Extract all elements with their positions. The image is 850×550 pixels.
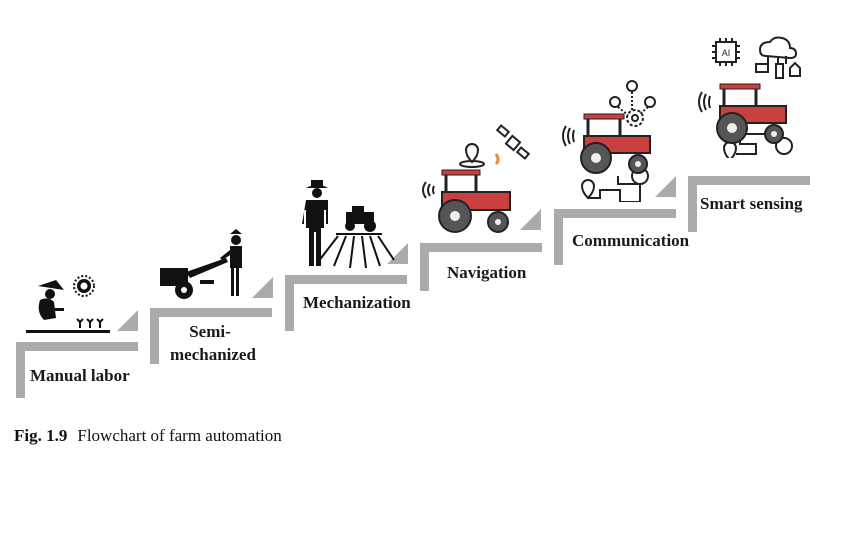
step-riser — [688, 176, 697, 232]
walking-tractor-icon — [160, 229, 242, 299]
step-riser — [554, 209, 563, 265]
step-tread — [554, 209, 676, 218]
ai-chip-label: AI — [722, 48, 731, 58]
step-label: Smart sensing — [700, 194, 803, 213]
step-tread — [420, 243, 542, 252]
figure-caption-text: Flowchart of farm automation — [77, 426, 282, 445]
step-label: Manual labor — [30, 366, 130, 385]
gps-tractor-icon — [422, 124, 531, 233]
step-riser — [420, 243, 429, 291]
step-label-line2: mechanized — [170, 345, 256, 364]
farmer-planting-icon — [26, 275, 110, 333]
step-tread — [285, 275, 407, 284]
step-label-line1: Semi- — [189, 322, 231, 341]
step-tread — [688, 176, 810, 185]
step-riser — [150, 308, 159, 364]
farmer-with-tractor-icon — [302, 180, 395, 269]
figure-number: Fig. 1.9 — [14, 426, 68, 445]
ai-tractor-icon: AI — [698, 36, 801, 158]
step-riser — [16, 342, 25, 398]
step-tread — [16, 342, 138, 351]
step-tread — [150, 308, 272, 317]
signal-icon — [494, 153, 500, 166]
step-triangle — [117, 310, 138, 331]
step-label: Mechanization — [303, 293, 411, 312]
step-triangle — [252, 277, 273, 298]
step-riser — [285, 275, 294, 331]
step-triangle — [655, 176, 676, 197]
step-label: Navigation — [447, 263, 527, 282]
figure-caption: Fig. 1.9 Flowchart of farm automation — [14, 426, 282, 446]
step-triangle — [520, 209, 541, 230]
step-label: Semi- mechanized — [170, 320, 256, 366]
step-label: Communication — [572, 231, 690, 250]
connected-tractor-icon — [562, 80, 656, 202]
